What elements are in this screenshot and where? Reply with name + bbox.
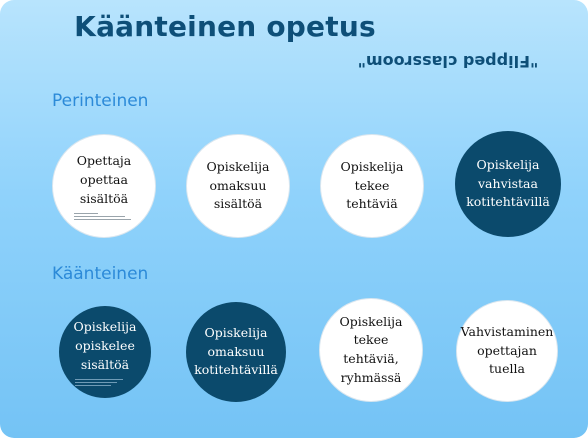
- step-circle-traditional-1: Opettaja opettaa sisältöä: [52, 134, 156, 238]
- step-circle-traditional-4: Opiskelija vahvistaa kotitehtävillä: [455, 131, 561, 237]
- slide-subtitle-upside-down: "Flipped classroom": [357, 52, 539, 71]
- step-circle-flipped-4: Vahvistaminen opettajan tuella: [456, 300, 558, 402]
- fine-print-lines: [74, 212, 134, 220]
- fine-print-lines: [75, 378, 135, 386]
- step-text: Opiskelija vahvistaa kotitehtävillä: [466, 156, 550, 210]
- step-circle-flipped-1: Opiskelija opiskelee sisältöä: [59, 306, 151, 398]
- step-text: Opiskelija opiskelee sisältöä: [73, 319, 137, 372]
- row-label-flipped: Käänteinen: [52, 264, 149, 284]
- step-text: Opiskelija tekee tehtäviä: [340, 158, 404, 212]
- step-text: Vahvistaminen opettajan tuella: [460, 323, 554, 377]
- step-text: Opiskelija omaksuu sisältöä: [206, 158, 270, 212]
- step-text: Opettaja opettaa sisältöä: [76, 153, 132, 206]
- row-label-traditional: Perinteinen: [52, 91, 149, 111]
- step-circle-traditional-3: Opiskelija tekee tehtäviä: [320, 134, 424, 238]
- step-text: Opiskelija tekee tehtäviä, ryhmässä: [339, 313, 403, 385]
- step-circle-traditional-2: Opiskelija omaksuu sisältöä: [186, 134, 290, 238]
- step-circle-flipped-3: Opiskelija tekee tehtäviä, ryhmässä: [319, 298, 423, 402]
- step-circle-flipped-2: Opiskelija omaksuu kotitehtävillä: [186, 302, 286, 402]
- slide-title: Käänteinen opetus: [74, 10, 376, 43]
- step-text: Opiskelija omaksuu kotitehtävillä: [194, 324, 278, 378]
